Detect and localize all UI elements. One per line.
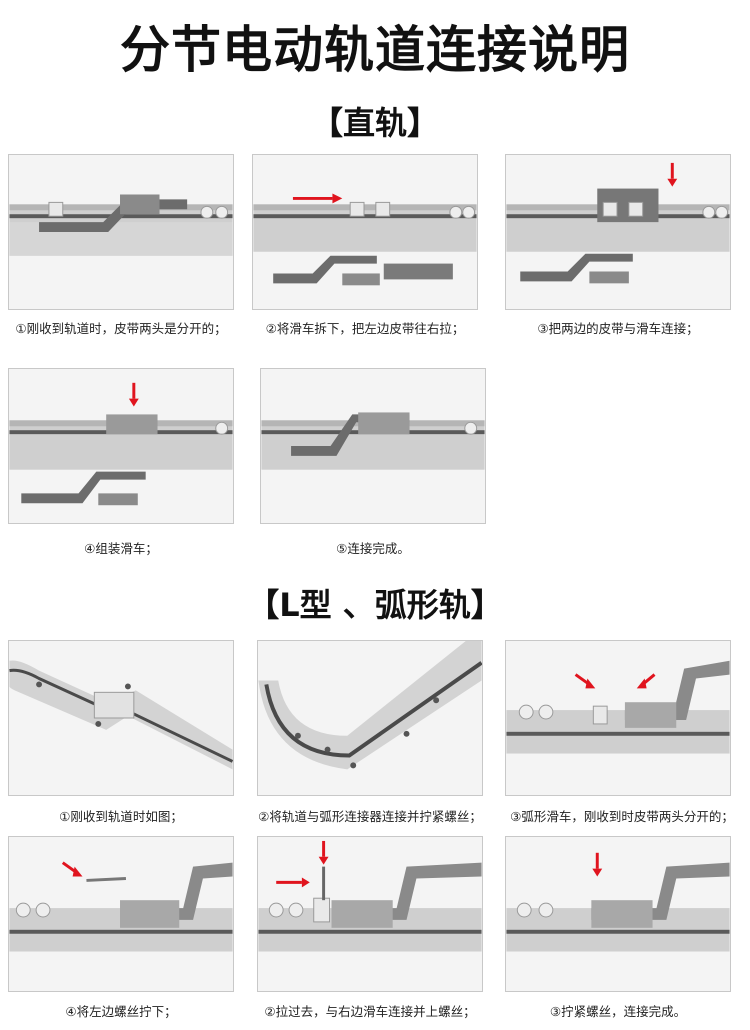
curved-step-6-image (505, 836, 731, 992)
straight-step-1-image (8, 154, 234, 310)
section-title-straight: 【直轨】 (310, 104, 439, 142)
straight-step-5-image (260, 368, 486, 524)
page-title: 分节电动轨道连接说明 (120, 21, 630, 79)
curved-step-5-caption: ②拉过去，与右边滑车连接并上螺丝； (264, 1004, 476, 1019)
curved-step-5-image (257, 836, 483, 992)
straight-step-2-caption: ②将滑车拆下，把左边皮带往右拉； (265, 321, 465, 336)
curved-step-1-image (8, 640, 234, 796)
straight-step-4-image (8, 368, 234, 524)
straight-step-2-image (252, 154, 478, 310)
curved-step-6-caption: ③拧紧螺丝，连接完成。 (549, 1004, 687, 1019)
curved-step-4-image (8, 836, 234, 992)
curved-step-1-caption: ①刚收到轨道时如图； (59, 809, 183, 824)
curved-step-3-image (505, 640, 731, 796)
section-title-curved: 【L型 、弧形轨】 (247, 586, 503, 624)
straight-step-3-caption: ③把两边的皮带与滑车连接； (537, 321, 699, 336)
straight-step-3-image (505, 154, 731, 310)
curved-step-3-caption: ③弧形滑车，刚收到时皮带两头分开的； (510, 809, 734, 824)
curved-step-2-image (257, 640, 483, 796)
straight-step-4-caption: ④组装滑车； (84, 541, 158, 556)
curved-step-2-caption: ②将轨道与弧形连接器连接并拧紧螺丝； (258, 809, 482, 824)
straight-step-1-caption: ①刚收到轨道时，皮带两头是分开的； (15, 321, 227, 336)
straight-step-5-caption: ⑤连接完成。 (336, 541, 410, 556)
curved-step-4-caption: ④将左边螺丝拧下； (65, 1004, 177, 1019)
